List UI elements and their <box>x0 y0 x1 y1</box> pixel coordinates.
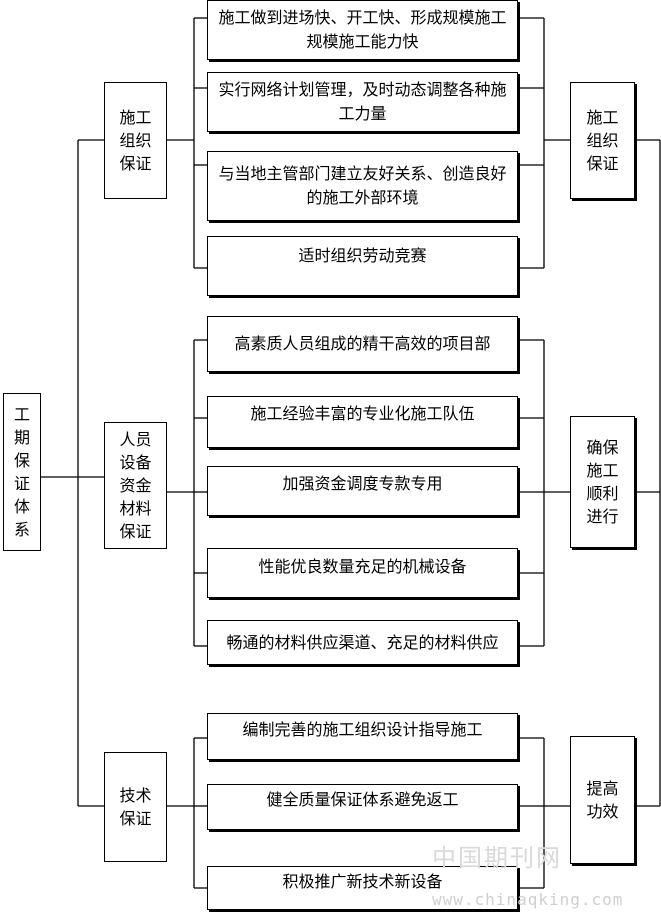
item-text: 性能优良数量充足的机械设备 <box>258 557 467 576</box>
root-node: 工期保证体系 <box>3 393 41 551</box>
group-node-personnel-equipment: 人员设备资金材料保证 <box>104 422 167 549</box>
item-text: 积极推广新技术新设备 <box>282 872 443 891</box>
outcome-node: 施工组织保证 <box>570 82 635 199</box>
group-node-technical: 技术保证 <box>104 752 167 862</box>
item-text: 施工经验丰富的专业化施工队伍 <box>250 404 475 423</box>
item-box: 施工经验丰富的专业化施工队伍 <box>207 396 518 448</box>
item-box: 实行网络计划管理，及时动态调整各种施工力量 <box>207 72 518 132</box>
group-label: 施工组织保证 <box>119 108 152 173</box>
item-text: 适时组织劳动竞赛 <box>298 246 427 265</box>
outcome-node: 提高功效 <box>570 736 635 864</box>
item-text: 高素质人员组成的精干高效的项目部 <box>234 334 491 353</box>
item-box: 编制完善的施工组织设计指导施工 <box>207 713 518 760</box>
outcome-label: 提高功效 <box>586 779 619 821</box>
group-label: 技术保证 <box>119 786 152 828</box>
item-box: 加强资金调度专款专用 <box>207 466 518 516</box>
item-text: 编制完善的施工组织设计指导施工 <box>242 719 483 739</box>
item-text: 畅通的材料供应渠道、充足的材料供应 <box>226 633 499 652</box>
item-text: 加强资金调度专款专用 <box>282 474 443 493</box>
item-box: 与当地主管部门建立友好关系、创造良好的施工外部环境 <box>207 151 518 221</box>
outcome-label: 施工组织保证 <box>586 108 619 173</box>
outcome-node: 确保施工顺利进行 <box>570 416 635 548</box>
item-text: 实行网络计划管理，及时动态调整各种施工力量 <box>218 80 507 123</box>
item-box: 适时组织劳动竞赛 <box>207 236 518 296</box>
outcome-label: 确保施工顺利进行 <box>586 438 619 526</box>
watermark-text: 中国期刊网 <box>432 844 562 872</box>
item-box: 性能优良数量充足的机械设备 <box>207 548 518 598</box>
watermark-url: www.chinaqking.com <box>432 890 624 909</box>
item-text: 施工做到进场快、开工快、形成规模施工规模施工能力快 <box>218 8 507 51</box>
item-box: 积极推广新技术新设备 <box>207 866 518 910</box>
item-text: 与当地主管部门建立友好关系、创造良好的施工外部环境 <box>218 164 507 207</box>
item-text: 健全质量保证体系避免返工 <box>266 790 459 809</box>
item-box: 畅通的材料供应渠道、充足的材料供应 <box>207 620 518 665</box>
item-box: 高素质人员组成的精干高效的项目部 <box>207 316 518 372</box>
root-label: 工期保证体系 <box>13 405 30 539</box>
item-box: 健全质量保证体系避免返工 <box>207 784 518 830</box>
item-box: 施工做到进场快、开工快、形成规模施工规模施工能力快 <box>207 0 518 60</box>
group-node-construction-org: 施工组织保证 <box>104 82 167 199</box>
group-label: 人员设备资金材料保证 <box>119 430 152 541</box>
